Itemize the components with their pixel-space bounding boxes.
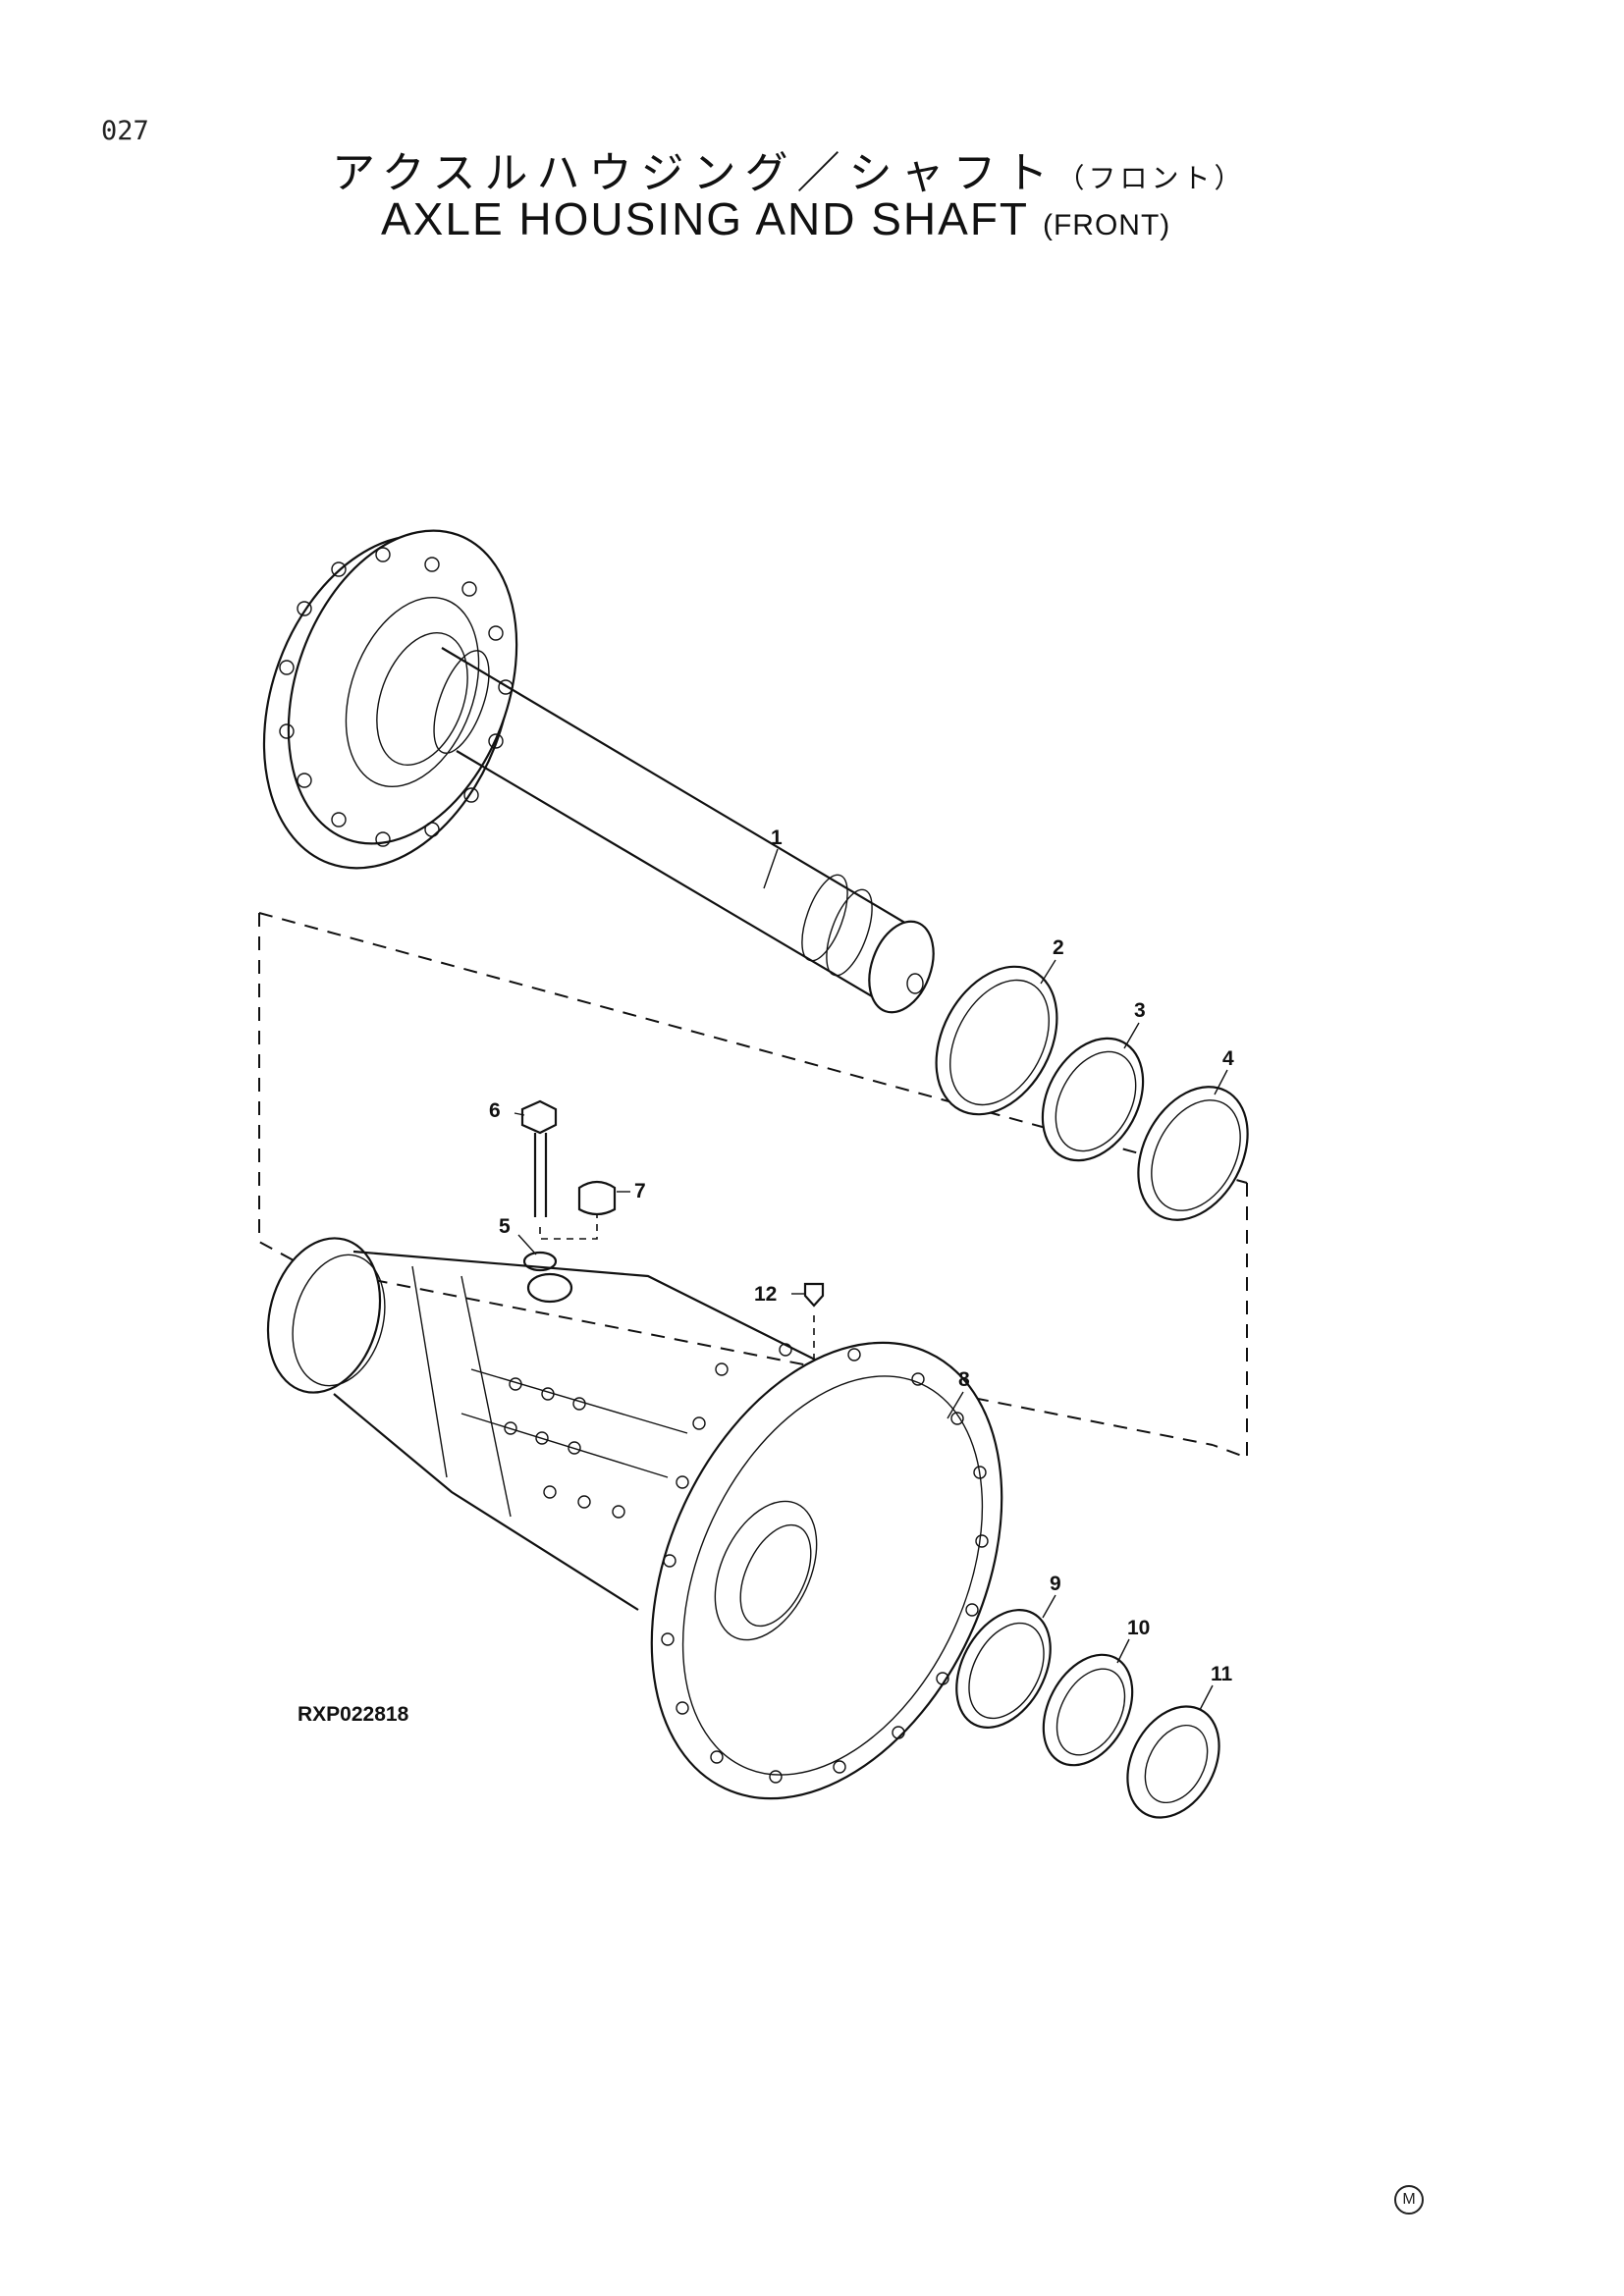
drawing-reference-code: RXP022818 [298,1703,409,1726]
bearing-cone-part [1041,1037,1145,1162]
seal-part [935,965,1058,1116]
assembly-guide-lines [258,912,1248,1460]
title-english-qualifier: (FRONT) [1042,209,1171,241]
axle-shaft-part [262,529,935,1014]
page-number: 027 [101,116,149,146]
title-japanese-main: アクスルハウジング／シャフト [332,148,1057,198]
callout-10: 10 [1127,1617,1150,1639]
callout-2: 2 [1053,936,1064,959]
callout-12: 12 [754,1283,777,1306]
bearing-cup-part [1137,1086,1249,1221]
plug-guide-line [539,1215,598,1240]
bearing-cup-lower-part [955,1609,1052,1729]
title-english: AXLE HOUSING AND SHAFT (FRONT) [381,192,1170,245]
callout-6: 6 [489,1099,501,1122]
corner-m-mark: M [1394,2185,1424,2215]
axle-housing-part [266,1237,1003,1800]
callout-9: 9 [1050,1573,1061,1595]
callout-7: 7 [634,1180,646,1202]
bolt-part [520,1099,558,1217]
callout-3: 3 [1134,999,1146,1022]
callout-leaders [514,848,1228,1711]
callout-11: 11 [1211,1663,1233,1685]
flange-ring-holes [661,1343,989,1784]
callout-5: 5 [499,1215,511,1238]
housing-bolt-holes [504,1377,625,1519]
title-japanese: アクスルハウジング／シャフト（フロント） [332,137,1246,200]
callout-1: 1 [771,827,783,849]
callout-8: 8 [958,1368,970,1391]
callout-4: 4 [1222,1047,1234,1070]
bearing-cone-lower-part [1042,1653,1134,1767]
plug-part [577,1180,617,1216]
title-english-main: AXLE HOUSING AND SHAFT [381,193,1029,244]
flange-bolt-holes [279,547,514,847]
lock-nut-part [1126,1705,1220,1819]
title-japanese-qualifier: （フロント） [1056,162,1246,194]
